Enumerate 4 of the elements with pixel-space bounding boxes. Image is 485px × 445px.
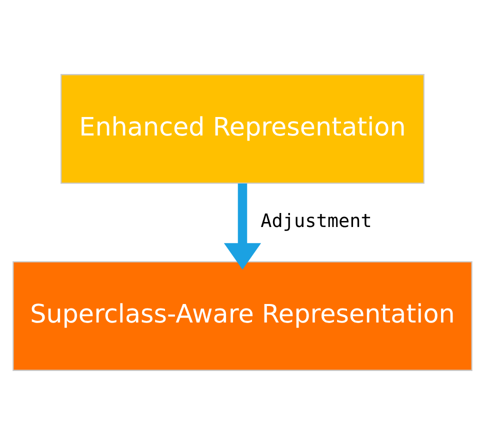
arrow <box>224 184 262 270</box>
node-box: Superclass-Aware Representation <box>12 261 472 371</box>
edge-label: Adjustment <box>260 210 372 232</box>
node-box: Enhanced Representation <box>60 74 424 184</box>
